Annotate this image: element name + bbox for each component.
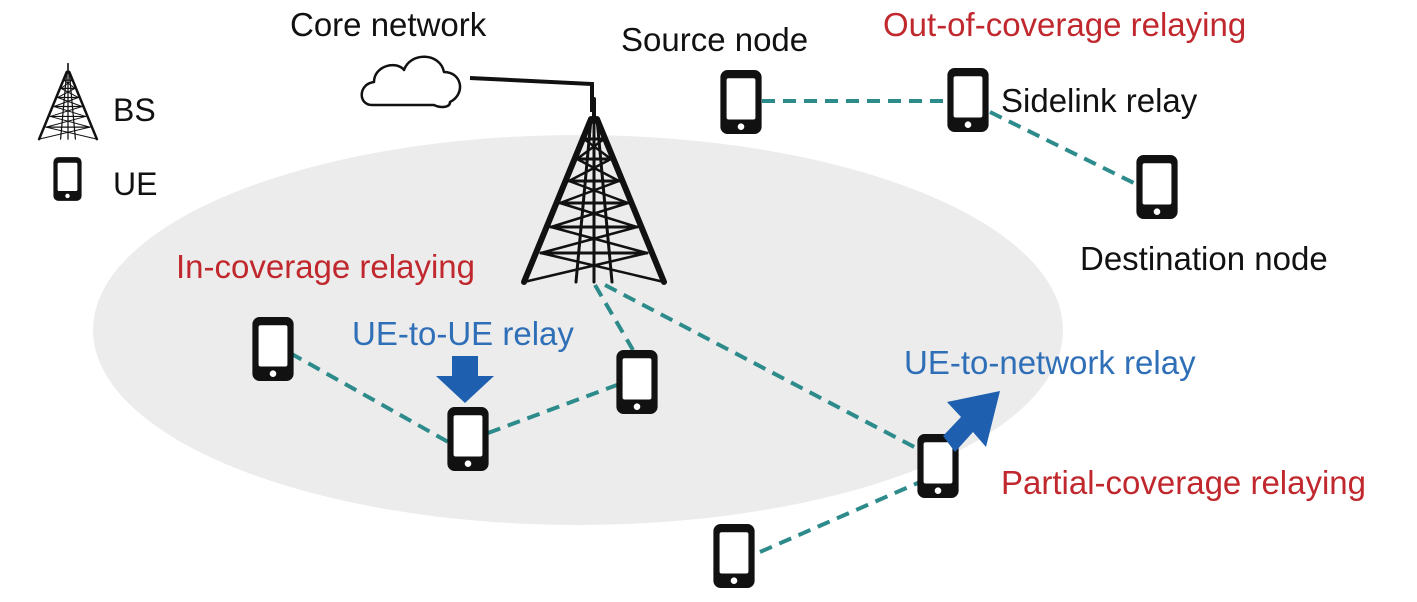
link-relay-to-destination <box>989 110 1139 187</box>
sidelinks <box>289 99 1139 554</box>
source-node-phone-icon <box>720 70 762 134</box>
in-coverage-label: In-coverage relaying <box>176 248 475 285</box>
out-of-coverage-ue-phone-icon <box>713 524 755 588</box>
sidelink-relay-label: Sidelink relay <box>1001 82 1198 119</box>
link-bs-to-ue <box>593 283 635 352</box>
ue-to-network-relay-label: UE-to-network relay <box>904 344 1196 381</box>
link-bs-to-network-relay <box>604 283 921 452</box>
source-node-label: Source node <box>621 21 809 58</box>
ue-to-ue-relay-arrow-icon <box>436 356 494 403</box>
link-left-ue-to-relay <box>289 351 451 445</box>
partial-coverage-label: Partial-coverage relaying <box>1001 464 1367 501</box>
backhaul-link <box>469 76 594 112</box>
legend-bs-label: BS <box>113 92 156 128</box>
core-network-label: Core network <box>290 6 487 43</box>
cloud-icon <box>360 55 462 109</box>
ue-to-ue-relay-label: UE-to-UE relay <box>352 315 574 352</box>
ue-to-ue-relay-phone-icon <box>447 407 489 471</box>
link-relay-to-ue <box>487 383 618 435</box>
legend-ue-label: UE <box>113 166 158 202</box>
destination-node-phone-icon <box>1136 155 1178 219</box>
out-of-coverage-label: Out-of-coverage relaying <box>883 6 1247 43</box>
destination-node-label: Destination node <box>1080 240 1328 277</box>
legend-ue-phone-icon <box>53 157 82 201</box>
right-ue-phone-icon <box>616 350 658 414</box>
link-out-ue-to-network-relay <box>759 480 921 554</box>
ue-to-network-relay-arrow-icon <box>943 391 1000 452</box>
legend-bs-tower-icon <box>37 62 99 141</box>
left-ue-phone-icon <box>252 317 294 381</box>
coverage-area <box>93 135 1063 525</box>
sidelink-relay-phone-icon <box>947 68 989 132</box>
